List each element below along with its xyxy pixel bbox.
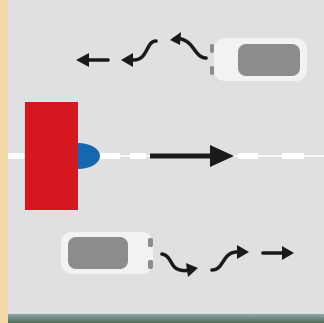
lane-dash [238,153,258,159]
lane-dash [130,153,146,159]
road-left-edge [0,0,8,323]
bottom-scene-strip [8,314,324,323]
car-icon [61,232,153,274]
lane-dash [96,153,120,159]
lane-dash [282,153,304,159]
lane-dash [8,153,24,159]
lane-change-path-right [160,245,294,277]
red-block [25,102,78,210]
lane-change-path-left [76,32,208,67]
car-icon [210,38,307,81]
blue-half-disc [78,143,100,169]
direction-arrow-straight [150,145,234,167]
